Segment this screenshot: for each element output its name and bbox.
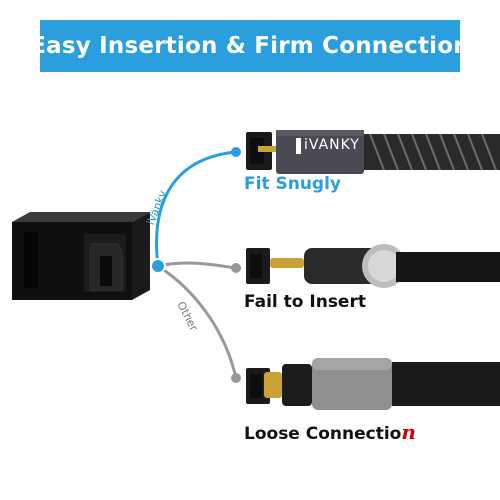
title-banner: Easy Insertion & Firm Connection <box>30 20 470 72</box>
branch-node-origin <box>150 258 166 274</box>
label-loose-connection: Loose Connection <box>244 420 416 444</box>
optical-port-icon <box>12 212 150 300</box>
other-cable-straight-icon <box>246 358 500 410</box>
banner-title: Easy Insertion & Firm Connection <box>30 33 470 59</box>
branch-node-fail <box>231 263 241 273</box>
brand-logo-text: iVANKY <box>304 137 360 153</box>
label-fit-snugly: Fit Snugly <box>244 174 342 194</box>
label-loose-connection-main: Loose Connectio <box>244 424 402 444</box>
other-cable-angled-icon <box>246 244 500 288</box>
label-loose-connection-tail: n <box>401 420 416 444</box>
label-fail-to-insert: Fail to Insert <box>244 292 366 312</box>
ivanky-cable-icon <box>246 130 500 174</box>
branch-node-fit <box>231 147 241 157</box>
branch-lines <box>155 150 238 379</box>
branch-node-loose <box>231 373 241 383</box>
